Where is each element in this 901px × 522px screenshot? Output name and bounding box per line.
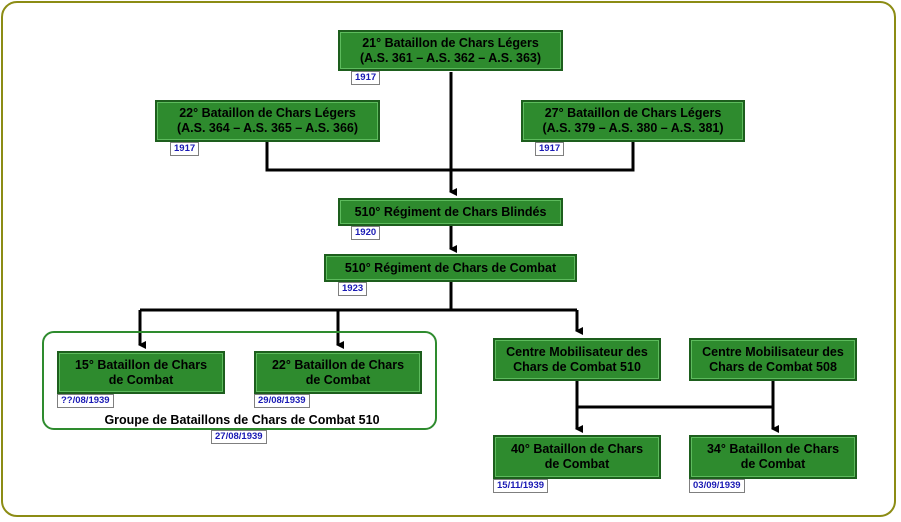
edge-27-merge [451, 142, 635, 172]
node-40-bcc-line1: 40° Bataillon de Chars [510, 442, 644, 456]
node-22-bcl-line1: 22° Bataillon de Chars Légers [179, 106, 356, 120]
node-27-bcl-date: 1917 [535, 142, 565, 156]
node-510-rcc-date: 1923 [338, 282, 368, 296]
node-27-bcl: 27° Bataillon de Chars Légers (A.S. 379 … [521, 100, 745, 142]
node-34-bcc-date: 03/09/1939 [689, 479, 745, 493]
node-15-bcc-line2: de Combat [108, 372, 174, 387]
node-510-rcb-date: 1920 [351, 226, 381, 240]
node-27-bcl-line1: 27° Bataillon de Chars Légers [544, 106, 722, 120]
node-21-bcl-line1: 21° Bataillon de Chars Légers [362, 35, 539, 50]
node-40-bcc: 40° Bataillon de Chars de Combat [493, 435, 661, 479]
group-date: 27/08/1939 [211, 430, 267, 444]
node-34-bcc: 34° Bataillon de Chars de Combat [689, 435, 857, 479]
node-15-bcc-date: ??/08/1939 [57, 394, 114, 408]
node-15-bcc: 15° Bataillon de Chars de Combat [57, 351, 225, 394]
node-510-rcb: 510° Régiment de Chars Blindés [338, 198, 563, 226]
node-27-bcl-line2: (A.S. 379 – A.S. 380 – A.S. 381) [542, 121, 724, 135]
edge-22-merge [265, 142, 451, 172]
node-21-bcl-line2: (A.S. 361 – A.S. 362 – A.S. 363) [359, 50, 542, 65]
node-40-bcc-line2: de Combat [544, 457, 610, 471]
node-22-bcc-date: 29/08/1939 [254, 394, 310, 408]
node-22-bcl-date: 1917 [170, 142, 200, 156]
node-22-bcl: 22° Bataillon de Chars Légers (A.S. 364 … [155, 100, 380, 142]
node-cm-510: Centre Mobilisateur des Chars de Combat … [493, 338, 661, 381]
node-34-bcc-line2: de Combat [740, 457, 806, 471]
group-label: Groupe de Bataillons de Chars de Combat … [104, 413, 380, 427]
groupe-bataillons-box [42, 331, 437, 430]
node-510-rcc: 510° Régiment de Chars de Combat [324, 254, 577, 282]
node-15-bcc-line1: 15° Bataillon de Chars [74, 357, 208, 372]
node-21-bcl: 21° Bataillon de Chars Légers (A.S. 361 … [338, 30, 563, 71]
node-510-rcb-line1: 510° Régiment de Chars Blindés [354, 204, 547, 219]
node-510-rcc-line1: 510° Régiment de Chars de Combat [344, 260, 557, 275]
node-22-bcl-line2: (A.S. 364 – A.S. 365 – A.S. 366) [176, 121, 359, 135]
node-cm-508-line2: Chars de Combat 508 [709, 359, 837, 374]
node-40-bcc-date: 15/11/1939 [493, 479, 549, 493]
node-21-bcl-date: 1917 [351, 71, 381, 85]
node-cm-508: Centre Mobilisateur des Chars de Combat … [689, 338, 857, 381]
node-34-bcc-line1: 34° Bataillon de Chars [706, 442, 840, 456]
node-cm-510-line2: Chars de Combat 510 [513, 359, 641, 374]
node-22-bcc: 22° Bataillon de Chars de Combat [254, 351, 422, 394]
node-cm-508-line1: Centre Mobilisateur des [702, 344, 844, 359]
node-22-bcc-line2: de Combat [305, 372, 371, 387]
node-22-bcc-line1: 22° Bataillon de Chars [271, 357, 405, 372]
node-cm-510-line1: Centre Mobilisateur des [506, 344, 648, 359]
